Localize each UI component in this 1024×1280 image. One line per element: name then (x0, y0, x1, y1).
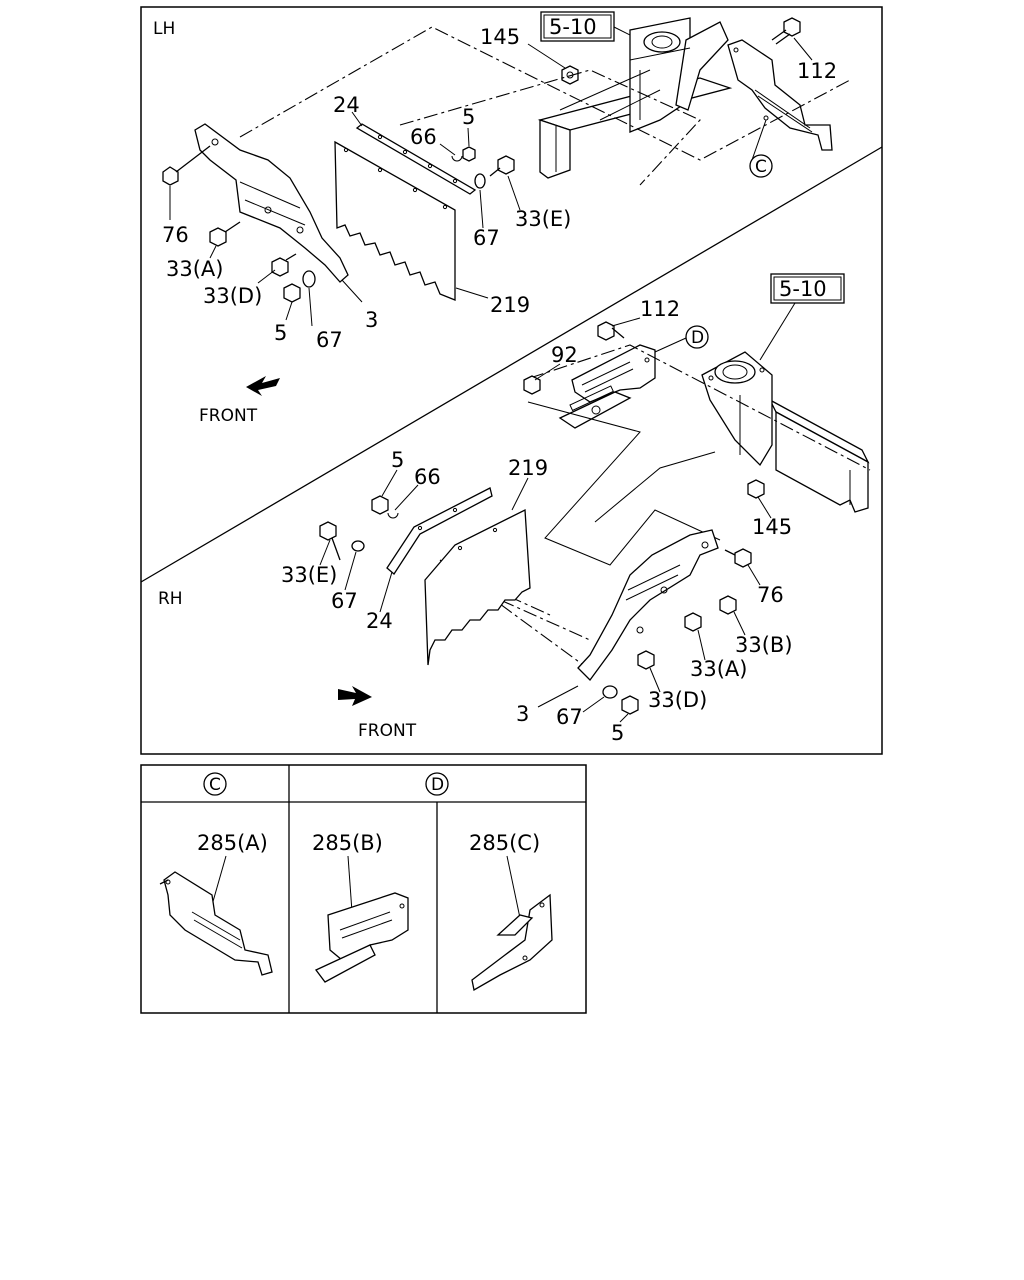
rh-section-label: RH (158, 589, 183, 609)
lh-callout-3: 3 (365, 308, 378, 332)
detail-part-285c-shape (471, 893, 553, 992)
lh-callout-67-bottom: 67 (316, 328, 343, 352)
lh-callout-76: 76 (162, 223, 189, 247)
lh-leaders (169, 37, 813, 327)
rh-callout-112: 112 (640, 297, 680, 321)
lh-strip-24 (355, 123, 477, 195)
lh-callout-5-top: 5 (462, 105, 475, 129)
rh-callout-67-left: 67 (331, 589, 358, 613)
rh-callout-66: 66 (414, 465, 441, 489)
lh-callout-112: 112 (797, 59, 837, 83)
rh-callout-33b: 33(B) (735, 633, 793, 657)
rh-callout-3: 3 (516, 702, 529, 726)
lh-hardware (162, 145, 515, 303)
lh-rh-divider (140, 146, 883, 583)
rh-strip-24 (386, 487, 493, 575)
rh-top-bracket (571, 344, 656, 403)
lh-callout-24: 24 (333, 93, 360, 117)
lh-ref-box (540, 11, 615, 42)
rh-callout-76: 76 (757, 583, 784, 607)
lh-callout-67-right: 67 (473, 226, 500, 250)
rh-mudflap-219 (424, 508, 531, 666)
main-frame (140, 6, 883, 755)
lh-front-label: FRONT (199, 406, 258, 426)
rh-ref-box (770, 273, 845, 304)
rh-callout-33a: 33(A) (690, 657, 747, 681)
lh-callout-33e: 33(E) (515, 207, 571, 231)
lh-circle-c (749, 154, 773, 178)
lh-circle-c-label: C (755, 157, 767, 177)
lh-callout-145: 145 (480, 25, 520, 49)
rh-callout-33d: 33(D) (648, 688, 707, 712)
lh-callout-33a: 33(A) (166, 257, 223, 281)
lh-callout-66: 66 (410, 125, 437, 149)
rh-frame-rail (768, 398, 870, 513)
rh-upright-bracket (701, 351, 773, 467)
detail-table: C D 285(A) 285(B) 285(C) (140, 764, 587, 1014)
detail-part-285b-shape (314, 892, 409, 983)
rh-front-arrow (338, 686, 372, 706)
detail-part-285a-shape (159, 871, 273, 976)
rh-callout-145: 145 (752, 515, 792, 539)
lh-callout-33d: 33(D) (203, 284, 262, 308)
detail-part-285c: 285(C) (469, 831, 540, 855)
table-header-c: C (209, 775, 221, 795)
rh-circle-d (685, 325, 709, 349)
lh-nut-145 (561, 65, 579, 85)
detail-part-285a: 285(A) (197, 831, 268, 855)
rh-front-label: FRONT (358, 721, 417, 741)
rh-assembly: 5-10 (281, 273, 871, 745)
lh-assembly: 5-10 (162, 11, 851, 426)
rh-callout-92: 92 (551, 343, 578, 367)
rh-callout-24: 24 (366, 609, 393, 633)
rh-leaders (319, 317, 772, 723)
lh-ref-label: 5-10 (549, 15, 597, 39)
lh-side-bracket (727, 39, 833, 151)
rh-callout-67-bottom: 67 (556, 705, 583, 729)
lh-upright-bracket (629, 17, 729, 133)
table-header-d-circle (425, 772, 449, 796)
rh-ref-label: 5-10 (779, 277, 827, 301)
rh-callout-5-top: 5 (391, 448, 404, 472)
lh-callout-5-bottom: 5 (274, 321, 287, 345)
rh-circle-d-label: D (691, 328, 704, 348)
rh-hardware (319, 321, 765, 715)
detail-part-285b: 285(B) (312, 831, 383, 855)
lh-front-arrow (246, 376, 280, 396)
rh-callout-219: 219 (508, 456, 548, 480)
rh-mudflap-bracket (577, 529, 719, 681)
table-header-c-circle (203, 772, 227, 796)
lh-bolt-112 (771, 17, 801, 45)
lh-mudflap-219 (334, 140, 456, 301)
rh-callout-33e: 33(E) (281, 563, 337, 587)
rh-hinge-bracket (558, 385, 632, 429)
lh-mudflap-bracket (194, 123, 349, 283)
lh-callout-219: 219 (490, 293, 530, 317)
table-header-d: D (431, 775, 444, 795)
lh-section-label: LH (153, 19, 175, 39)
rh-callout-5-bottom: 5 (611, 721, 624, 745)
